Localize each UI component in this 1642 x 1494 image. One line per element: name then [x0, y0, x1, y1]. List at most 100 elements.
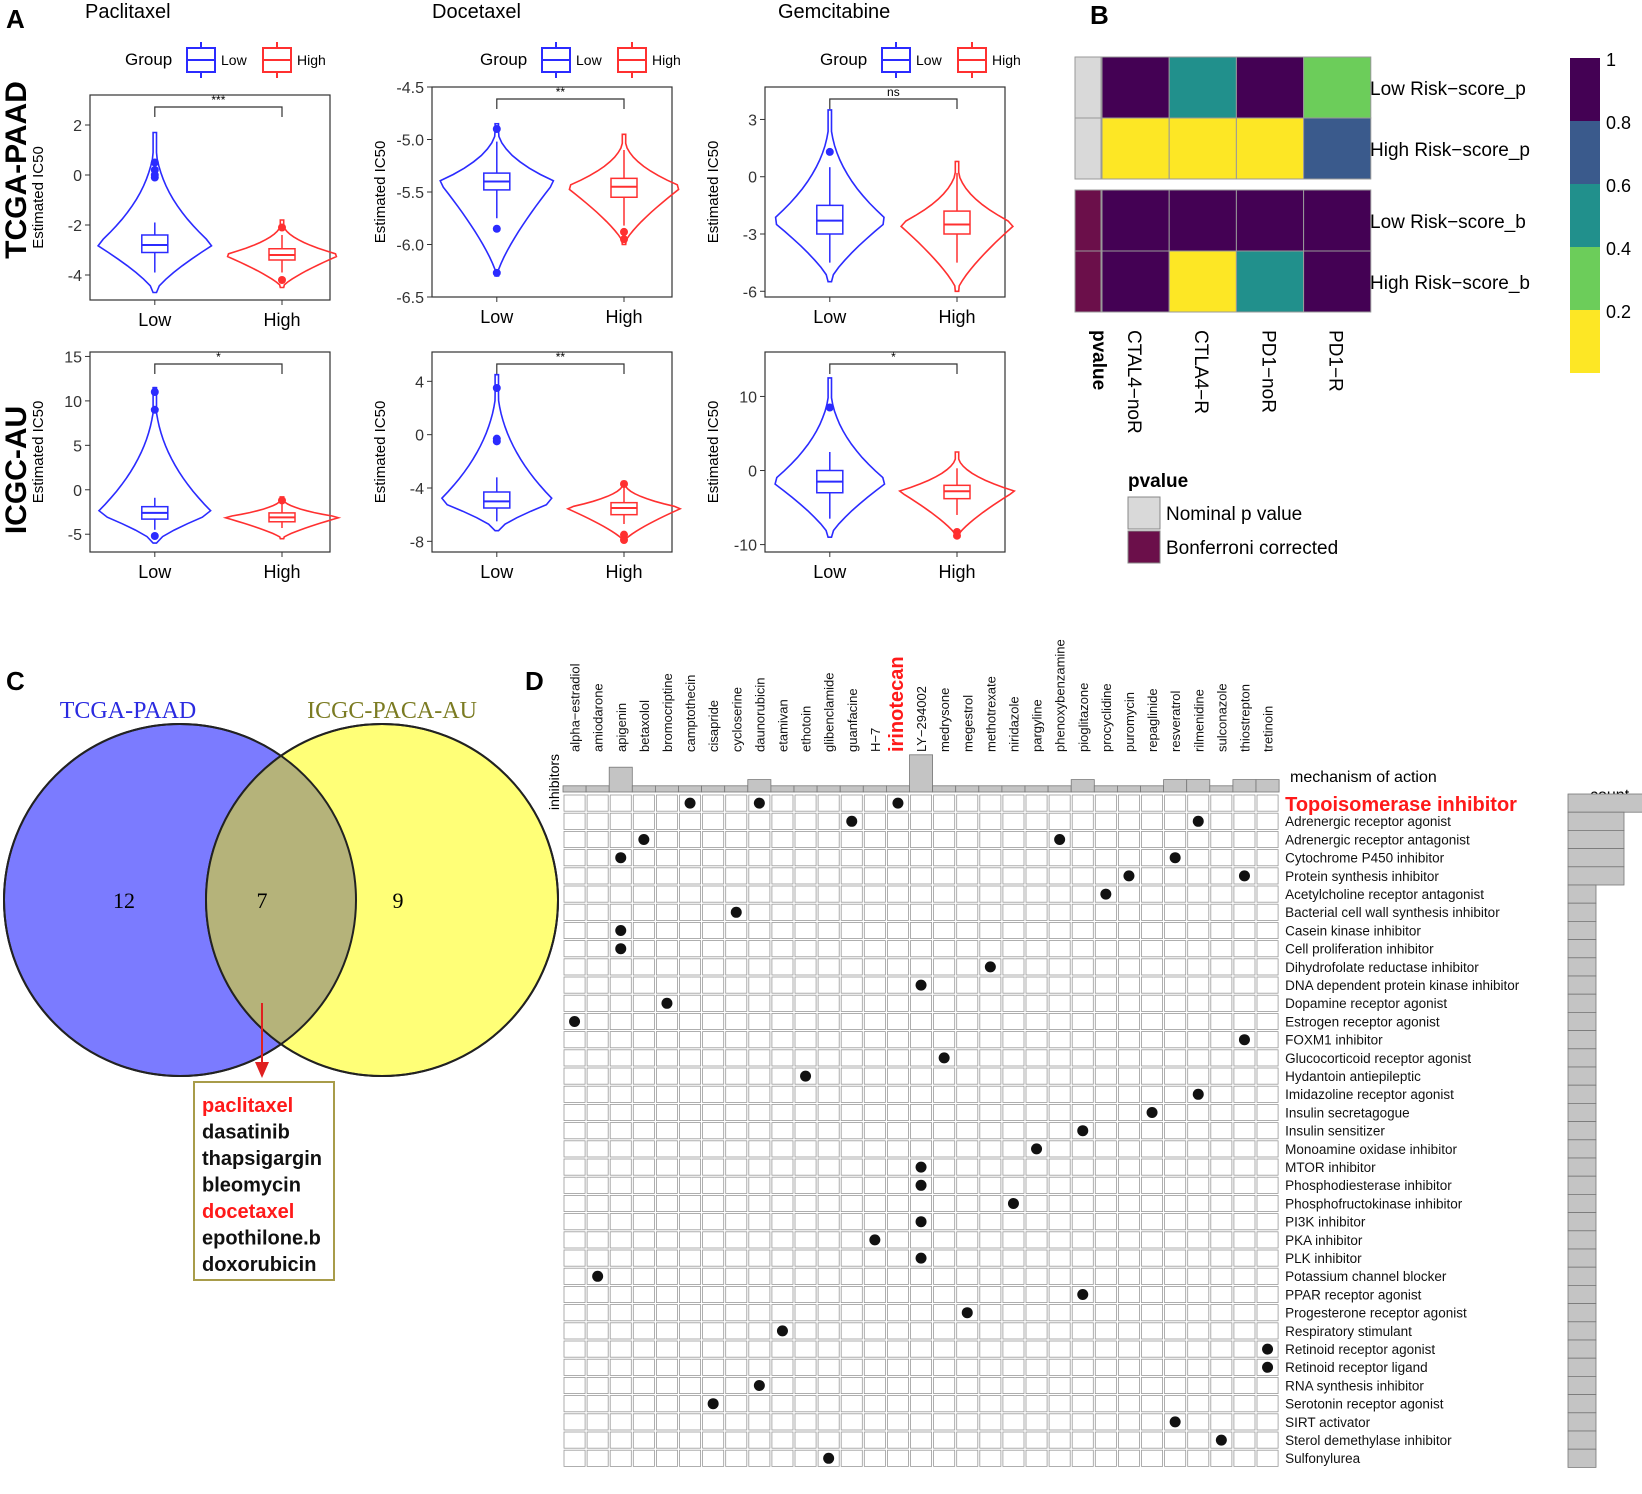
matrix-cell: [1256, 831, 1279, 849]
matrix-cell: [817, 1067, 840, 1085]
matrix-cell: [910, 1358, 933, 1376]
matrix-cell: [679, 1049, 702, 1067]
matrix-cell: [1118, 831, 1140, 849]
heatmap-cell: [1235, 117, 1305, 180]
matrix-cell: [1233, 976, 1256, 994]
matrix-cell: [563, 849, 586, 867]
matrix-cell: [1210, 1340, 1233, 1358]
matrix-cell: [632, 994, 655, 1012]
matrix-cell: [933, 1340, 956, 1358]
matrix-cell: [933, 994, 956, 1012]
matrix-cell: [840, 794, 863, 812]
matrix-cell: [771, 1449, 794, 1467]
matrix-cell: [1233, 1049, 1256, 1067]
matrix-cell: [840, 1267, 863, 1285]
matrix-cell: [656, 1231, 678, 1249]
matrix-cell: [979, 831, 1002, 849]
matrix-cell: [1002, 1322, 1025, 1340]
drug-count-bar: [631, 785, 656, 793]
matrix-cell: [1094, 1286, 1117, 1304]
matrix-cell: [586, 1195, 609, 1213]
matrix-cell: [1233, 1267, 1256, 1285]
matrix-dot: [1007, 1198, 1019, 1209]
matrix-cell: [702, 1085, 725, 1103]
venn-count-left: 12: [113, 888, 135, 913]
matrix-cell: [933, 867, 956, 885]
overlap-drug-dasatinib: dasatinib: [202, 1122, 290, 1144]
matrix-cell: [1187, 831, 1210, 849]
matrix-cell: [933, 1249, 956, 1267]
matrix-cell: [609, 1049, 632, 1067]
matrix-cell: [1141, 1286, 1164, 1304]
matrix-cell: [863, 1213, 886, 1231]
matrix-cell: [609, 867, 632, 885]
matrix-cell: [956, 1449, 979, 1467]
mechanism-label: Insulin secretagogue: [1285, 1105, 1410, 1120]
matrix-cell: [863, 1377, 886, 1395]
matrix-cell: [794, 1286, 817, 1304]
mechanism-label: Bacterial cell wall synthesis inhibitor: [1285, 905, 1500, 920]
matrix-cell: [863, 1322, 886, 1340]
matrix-cell: [817, 1249, 840, 1267]
matrix-cell: [1187, 794, 1210, 812]
matrix-cell: [794, 1158, 817, 1176]
drug-count-bar: [1024, 785, 1049, 793]
matrix-cell: [725, 1249, 748, 1267]
matrix-cell: [1256, 1249, 1279, 1267]
matrix-cell: [679, 1267, 702, 1285]
matrix-cell: [725, 922, 748, 940]
matrix-cell: [794, 958, 817, 976]
matrix-cell: [1002, 849, 1025, 867]
drug-label: cisapride: [706, 700, 721, 752]
matrix-cell: [1094, 1267, 1117, 1285]
mechanism-count-bar: [1567, 993, 1597, 1013]
matrix-cell: [1048, 958, 1071, 976]
matrix-cell: [1002, 1395, 1025, 1413]
matrix-cell: [910, 1140, 933, 1158]
matrix-cell: [863, 958, 886, 976]
y-tick-label: -6.5: [396, 290, 424, 307]
matrix-cell: [656, 1322, 678, 1340]
drug-title-1: Docetaxel: [432, 1, 521, 23]
matrix-cell: [1002, 1158, 1025, 1176]
matrix-cell: [933, 1158, 956, 1176]
matrix-cell: [933, 1395, 956, 1413]
matrix-cell: [1002, 812, 1025, 830]
matrix-cell: [817, 849, 840, 867]
matrix-cell: [632, 1304, 655, 1322]
mechanism-label: PPAR receptor agonist: [1285, 1287, 1422, 1302]
matrix-cell: [840, 1104, 863, 1122]
matrix-cell: [1118, 1158, 1140, 1176]
matrix-cell: [817, 1340, 840, 1358]
matrix-cell: [1210, 1449, 1233, 1467]
matrix-cell: [1210, 831, 1233, 849]
moa-label: mechanism of action: [1290, 769, 1437, 786]
matrix-cell: [979, 1358, 1002, 1376]
matrix-cell: [887, 1304, 909, 1322]
matrix-cell: [1094, 1158, 1117, 1176]
matrix-cell: [910, 1122, 933, 1140]
matrix-cell: [1187, 1049, 1210, 1067]
matrix-cell: [1071, 1340, 1094, 1358]
matrix-cell: [609, 1176, 632, 1194]
matrix-cell: [817, 1231, 840, 1249]
drug-label: betaxolol: [637, 700, 652, 752]
matrix-cell: [586, 885, 609, 903]
matrix-cell: [1233, 1085, 1256, 1103]
matrix-cell: [1002, 1267, 1025, 1285]
colorbar-segment: [1570, 310, 1600, 373]
matrix-cell: [840, 922, 863, 940]
matrix-cell: [679, 1176, 702, 1194]
matrix-cell: [910, 1085, 933, 1103]
y-tick-label: 15: [64, 349, 82, 366]
matrix-cell: [1210, 903, 1233, 921]
matrix-cell: [840, 1304, 863, 1322]
matrix-cell: [771, 1085, 794, 1103]
matrix-cell: [1210, 885, 1233, 903]
legend-swatch: [1127, 530, 1161, 564]
matrix-cell: [887, 940, 909, 958]
matrix-cell: [1071, 1431, 1094, 1449]
matrix-cell: [1256, 903, 1279, 921]
